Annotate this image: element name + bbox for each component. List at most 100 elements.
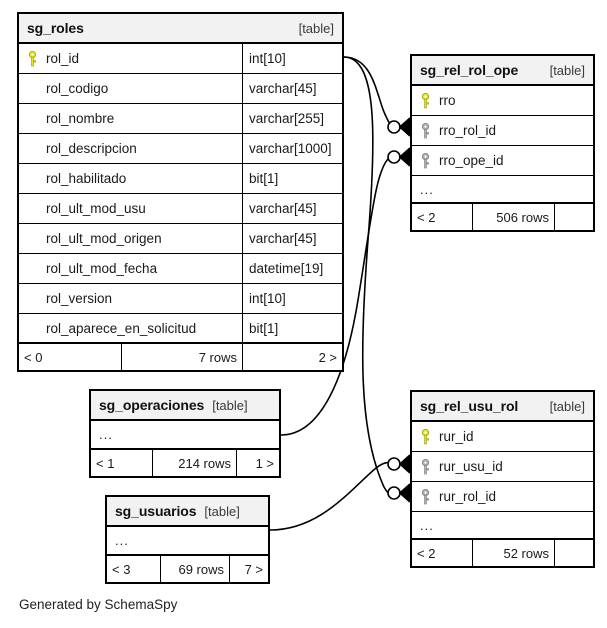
footer-children-count[interactable] [554,540,593,566]
column-label: rur_usu_id [439,459,503,474]
column-type-cell: int[10] [242,44,342,73]
table-row[interactable]: rur_id [412,422,593,452]
footer-parents-count[interactable]: < 0 [24,349,43,365]
footer-row-count: 506 rows [472,204,554,230]
column-type-cell: varchar[45] [242,194,342,223]
column-name-cell: rur_usu_id [412,452,593,481]
table-kind-label: [table] [549,62,585,78]
generated-by-credit: Generated by SchemaSpy [19,597,178,612]
table-kind-label: [table] [204,503,240,519]
column-label: rro [439,93,456,108]
table-row[interactable]: rol_ult_mod_usu varchar[45] [19,194,342,224]
table-row[interactable]: rur_rol_id [412,482,593,512]
table-sg-operaciones[interactable]: sg_operaciones [table] ... < 1 214 rows … [89,389,281,478]
column-label: rol_ult_mod_fecha [46,261,158,276]
foreign-key-icon [420,152,439,169]
column-label: rol_ult_mod_usu [46,201,146,216]
table-footer-sg-rel-usu-rol: < 2 52 rows [412,540,593,566]
more-columns-indicator[interactable]: ... [412,512,593,540]
primary-key-icon [420,92,439,109]
terminator-rur-rol-id [387,483,411,503]
more-columns-indicator[interactable]: ... [107,527,268,556]
table-sg-rel-usu-rol[interactable]: sg_rel_usu_rol [table] rur_id [410,390,595,568]
column-label: rol_codigo [46,81,109,96]
column-label: rol_habilitado [46,171,127,186]
table-footer-sg-roles: < 0 7 rows 2 > [19,344,342,370]
edge-roles-to-rel-usu-rol [343,56,393,496]
table-kind-label: [table] [298,20,334,36]
column-name-cell: rol_codigo [19,74,242,103]
table-footer-sg-operaciones: < 1 214 rows 1 > [91,450,279,476]
table-title: sg_rel_usu_rol [420,398,519,414]
more-columns-indicator[interactable]: ... [91,421,279,450]
table-row[interactable]: rol_ult_mod_fecha datetime[19] [19,254,342,284]
table-header-sg-operaciones: sg_operaciones [table] [91,391,279,421]
column-label: rol_descripcion [46,141,137,156]
table-header-sg-rel-usu-rol: sg_rel_usu_rol [table] [412,392,593,422]
table-row[interactable]: rol_version int[10] [19,284,342,314]
footer-row-count: 52 rows [472,540,554,566]
footer-parents-count[interactable]: < 1 [96,455,115,471]
column-name-cell: rol_habilitado [19,164,242,193]
table-footer-sg-rel-rol-ope: < 2 506 rows [412,204,593,230]
edge-usuarios-to-rel-usu-rol [269,461,392,531]
terminator-rro-ope-id [387,147,411,167]
table-title: sg_roles [27,20,84,36]
footer-children-count[interactable]: 2 > [242,344,342,370]
table-row[interactable]: rol_codigo varchar[45] [19,74,342,104]
column-type-cell: varchar[45] [242,224,342,253]
table-row[interactable]: rro_rol_id [412,116,593,146]
column-name-cell: rol_version [19,284,242,313]
table-footer-sg-usuarios: < 3 69 rows 7 > [107,556,268,582]
table-title: sg_usuarios [115,503,197,519]
column-type-cell: varchar[1000] [242,134,342,163]
column-name-cell: rol_descripcion [19,134,242,163]
footer-parents-count[interactable]: < 2 [417,545,436,561]
table-sg-usuarios[interactable]: sg_usuarios [table] ... < 3 69 rows 7 > [105,495,270,584]
terminator-rro-rol-id [387,117,411,137]
table-sg-rel-rol-ope[interactable]: sg_rel_rol_ope [table] rro [410,54,595,232]
footer-children-count[interactable]: 7 > [229,556,268,582]
column-type-cell: int[10] [242,284,342,313]
column-name-cell: rol_aparece_en_solicitud [19,314,242,342]
column-type-cell: bit[1] [242,314,342,342]
table-header-sg-rel-rol-ope: sg_rel_rol_ope [table] [412,56,593,86]
table-row[interactable]: rol_habilitado bit[1] [19,164,342,194]
primary-key-icon [27,50,46,67]
column-type-cell: datetime[19] [242,254,342,283]
footer-row-count: 214 rows [152,450,236,476]
column-label: rol_version [46,291,113,306]
table-row[interactable]: rol_descripcion varchar[1000] [19,134,342,164]
column-name-cell: rol_ult_mod_fecha [19,254,242,283]
column-name-cell: rol_ult_mod_usu [19,194,242,223]
column-name-cell: rol_nombre [19,104,242,133]
table-kind-label: [table] [549,398,585,414]
column-name-cell: rol_ult_mod_origen [19,224,242,253]
column-label: rol_aparece_en_solicitud [46,320,197,336]
footer-parents-count[interactable]: < 2 [417,209,436,225]
column-type-cell: varchar[255] [242,104,342,133]
table-row[interactable]: rol_id int[10] [19,44,342,74]
table-row[interactable]: rur_usu_id [412,452,593,482]
column-label: rur_rol_id [439,489,497,504]
column-label: rol_id [46,51,80,66]
table-header-sg-usuarios: sg_usuarios [table] [107,497,268,527]
footer-row-count: 7 rows [121,344,242,370]
table-row[interactable]: rol_nombre varchar[255] [19,104,342,134]
foreign-key-icon [420,122,439,139]
primary-key-icon [420,428,439,445]
more-columns-indicator[interactable]: ... [412,176,593,204]
column-label: rol_nombre [46,111,115,126]
table-title: sg_operaciones [99,397,205,413]
table-row[interactable]: rol_aparece_en_solicitud bit[1] [19,314,342,344]
table-row[interactable]: rro_ope_id [412,146,593,176]
footer-children-count[interactable]: 1 > [236,450,279,476]
table-row[interactable]: rol_ult_mod_origen varchar[45] [19,224,342,254]
terminator-rur-usu-id [387,454,411,474]
column-type-cell: varchar[45] [242,74,342,103]
table-sg-roles[interactable]: sg_roles [table] rol_id int[10] [17,12,344,372]
footer-children-count[interactable] [554,204,593,230]
column-label: rur_id [439,429,474,444]
table-row[interactable]: rro [412,86,593,116]
footer-parents-count[interactable]: < 3 [112,561,131,577]
